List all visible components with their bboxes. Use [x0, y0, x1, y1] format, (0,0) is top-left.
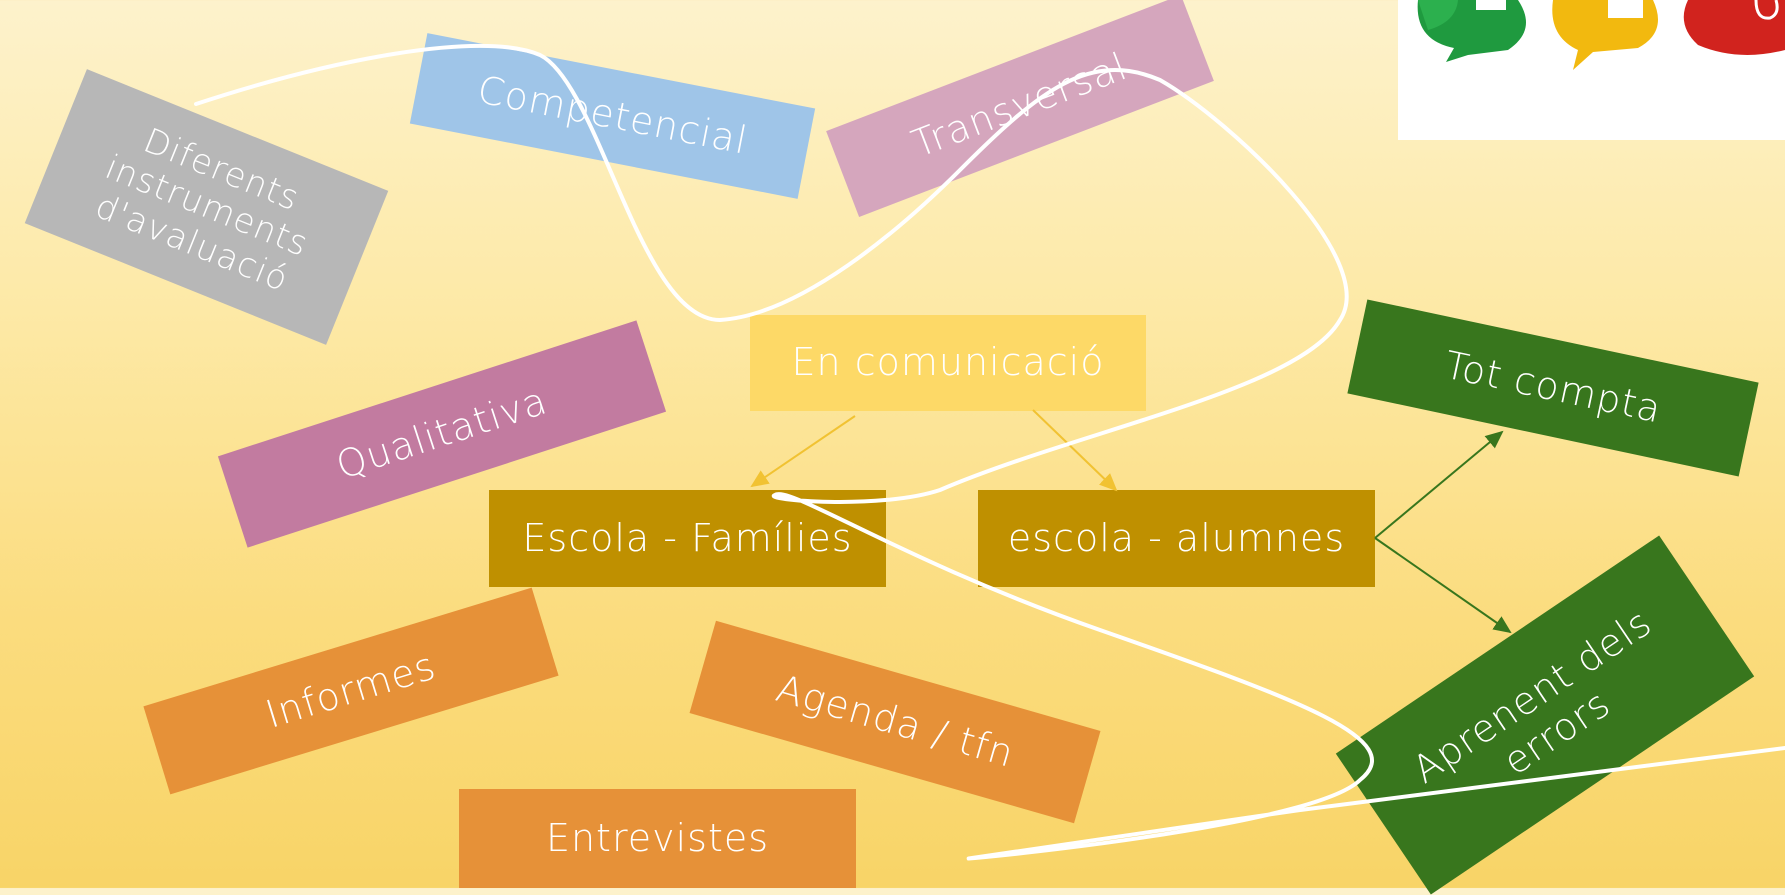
- arrow-to-escola-alumnes: [1032, 409, 1118, 492]
- transversal-label: Transversal: [906, 44, 1134, 167]
- escola-alumnes-box: escola - alumnes: [978, 490, 1375, 587]
- informes-box: Informes: [143, 587, 559, 795]
- transversal-box: Transversal: [826, 0, 1214, 218]
- aprenent-errors-label: Aprenent dels errors: [1404, 600, 1660, 793]
- en-comunicacio-label: En comunicació: [791, 340, 1105, 385]
- aprenent-errors-box: Aprenent dels errors: [1335, 535, 1755, 895]
- tot-compta-label: Tot compta: [1440, 342, 1666, 432]
- entrevistes-label: Entrevistes: [545, 815, 770, 860]
- competencial-box: Competencial: [409, 33, 816, 199]
- arrow-to-tot-compta: [1374, 430, 1504, 539]
- diferents-instruments-box: Diferents instruments d'avaluació: [24, 69, 389, 345]
- arrow-to-aprenent: [1374, 537, 1512, 634]
- agenda-tfn-label: Agenda / tfn: [771, 666, 1020, 777]
- competencial-label: Competencial: [473, 67, 752, 163]
- entrevistes-box: Entrevistes: [459, 789, 856, 888]
- en-comunicacio-box: En comunicació: [750, 315, 1146, 411]
- qualitativa-label: Qualitativa: [330, 378, 553, 488]
- informes-label: Informes: [260, 643, 441, 737]
- speech-bubbles-logo: [1398, 0, 1785, 140]
- diferents-instruments-label: Diferents instruments d'avaluació: [89, 120, 314, 300]
- arrow-to-escola-families: [750, 415, 856, 488]
- escola-alumnes-label: escola - alumnes: [1007, 515, 1346, 560]
- tot-compta-box: Tot compta: [1347, 299, 1759, 477]
- escola-families-label: Escola - Famílies: [522, 515, 853, 560]
- escola-families-box: Escola - Famílies: [489, 490, 886, 587]
